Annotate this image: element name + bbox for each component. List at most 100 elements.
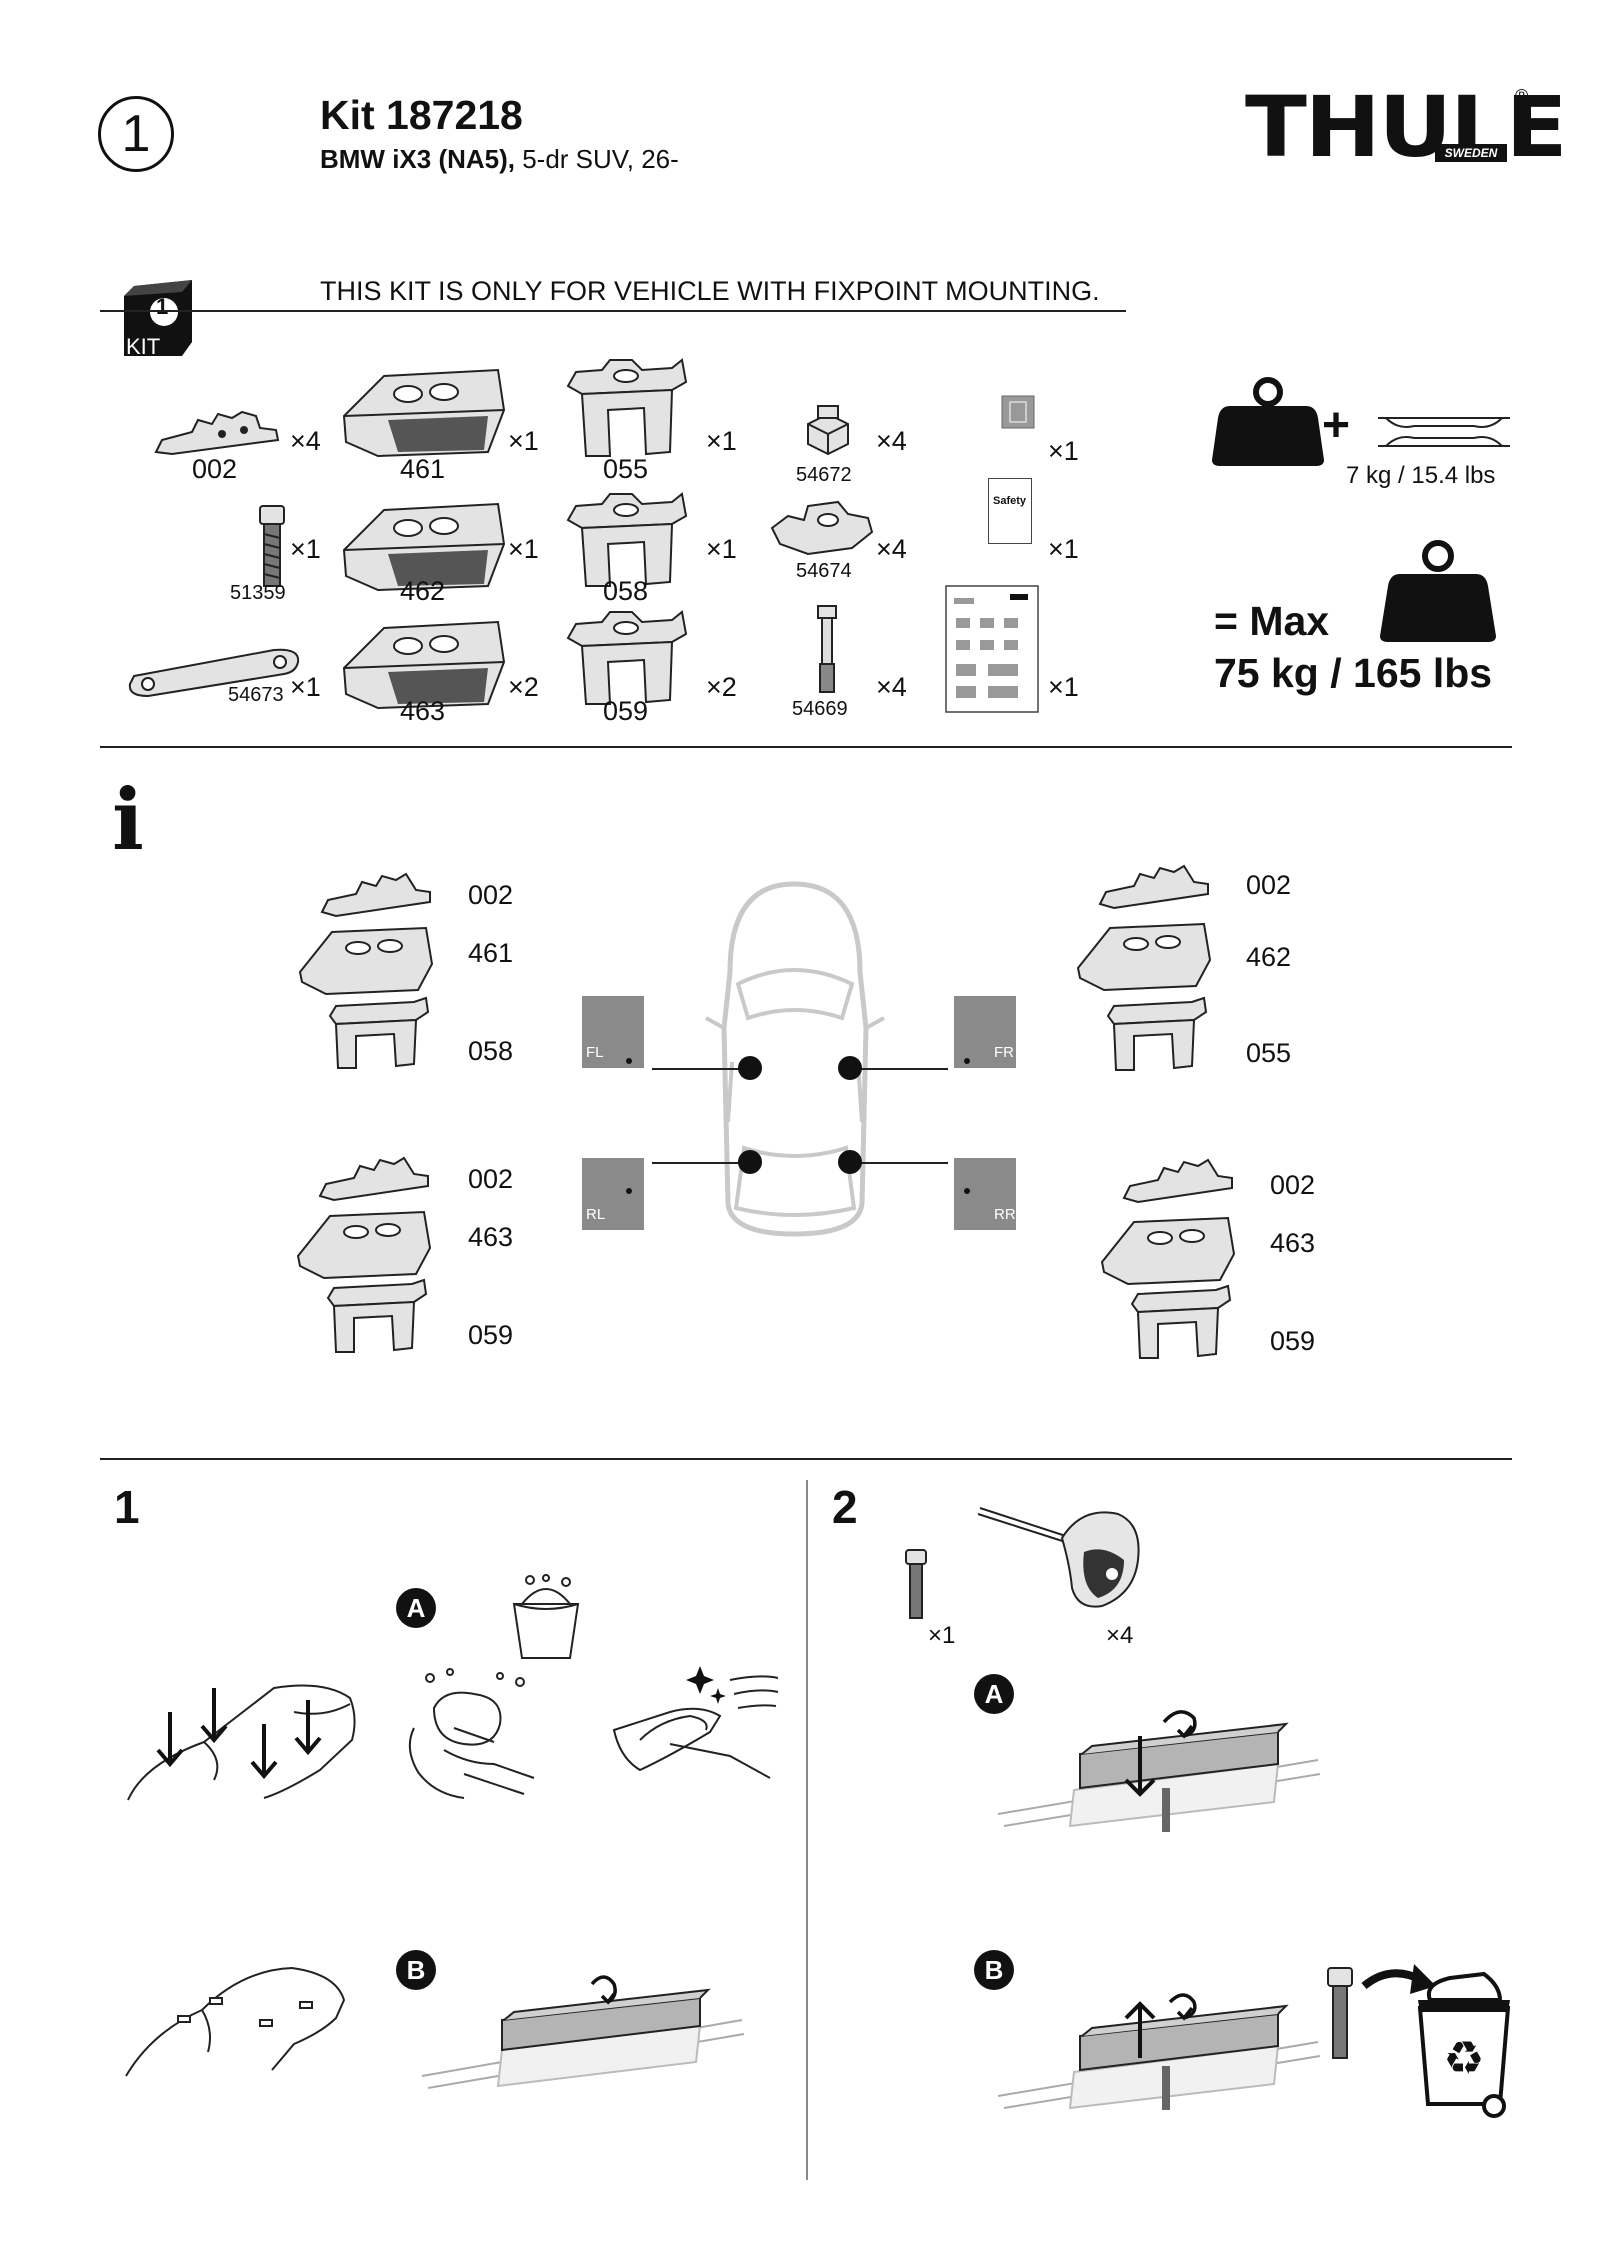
inset-rl: RL <box>582 1158 644 1230</box>
inset-rr-mark <box>964 1188 970 1194</box>
inset-fl: FL <box>582 996 644 1068</box>
part-code-059: 059 <box>603 696 649 726</box>
part-002-drawing <box>154 410 280 456</box>
bar-weight: 7 kg / 15.4 lbs <box>1346 462 1496 489</box>
part-code-462: 462 <box>400 576 446 606</box>
rl-code-3: 059 <box>468 1320 514 1350</box>
fr-stack-drawing <box>1076 864 1212 1071</box>
recycle-bin-icon: ♻ <box>1417 1971 1511 2118</box>
kit-box-number: 1 <box>156 294 169 319</box>
rl-stack-drawing <box>296 1156 432 1353</box>
hands-washing-drawing <box>408 1668 535 1799</box>
part-54672-drawing <box>807 405 849 456</box>
connector-rr <box>852 1162 948 1164</box>
connector-rl <box>652 1162 748 1164</box>
thule-logo: THULE SWEDEN ® <box>1245 78 1568 176</box>
step-2-tool-qty: ×4 <box>1106 1622 1134 1649</box>
inset-fr: FR <box>954 996 1016 1068</box>
registered-mark: ® <box>1515 86 1529 106</box>
mount-point-fr <box>838 1056 862 1080</box>
rr-code-3: 059 <box>1270 1326 1316 1356</box>
inset-rl-label: RL <box>586 1206 606 1223</box>
part-qty-54674: ×4 <box>876 534 907 564</box>
part-code-51359: 51359 <box>230 582 286 604</box>
step-badge: 1 <box>98 96 174 172</box>
part-code-54674: 54674 <box>796 560 852 582</box>
part-54674-drawing <box>770 500 874 556</box>
fl-stack-drawing <box>298 872 434 1069</box>
kit-box-icon <box>124 280 192 356</box>
mount-point-rr <box>838 1150 862 1174</box>
part-qty-54673: ×1 <box>290 672 321 702</box>
section-divider-2 <box>100 1458 1512 1460</box>
inset-rr: RR <box>954 1158 1016 1230</box>
part-code-002: 002 <box>192 454 238 484</box>
part-055-drawing <box>566 358 688 457</box>
mount-point-fl <box>738 1056 762 1080</box>
fl-code-3: 058 <box>468 1036 514 1066</box>
weight-icon-large <box>1380 540 1496 642</box>
part-qty-462: ×1 <box>508 534 539 564</box>
inset-rl-mark <box>626 1188 632 1194</box>
step-2-number: 2 <box>832 1481 858 1533</box>
step-badge-number: 1 <box>121 105 151 163</box>
thule-sweden-tag: SWEDEN <box>1435 144 1507 162</box>
info-icon: i <box>112 770 144 869</box>
part-qty-instructions: ×1 <box>1048 672 1079 702</box>
rl-code-2: 463 <box>468 1222 514 1252</box>
rr-code-1: 002 <box>1270 1170 1316 1200</box>
part-qty-54669: ×4 <box>876 672 907 702</box>
part-label-sticker-drawing <box>1001 395 1035 429</box>
safety-leaflet: Safety <box>988 478 1032 544</box>
part-code-055: 055 <box>603 454 649 484</box>
step-1-number: 1 <box>114 1481 140 1533</box>
roof-bars-icon <box>1378 417 1510 447</box>
part-51359-drawing <box>259 505 285 587</box>
inset-rr-label: RR <box>994 1206 1016 1223</box>
part-code-058: 058 <box>603 576 649 606</box>
vehicle-model: BMW iX3 (NA5), <box>320 144 515 174</box>
recycle-symbol: ♻ <box>1443 2031 1484 2085</box>
fr-code-3: 055 <box>1246 1038 1292 1068</box>
part-463-drawing <box>342 620 506 710</box>
part-qty-sticker: ×1 <box>1048 436 1079 466</box>
weight-icon-small <box>1212 377 1324 466</box>
roof-clean-drawing <box>125 1966 346 2077</box>
part-qty-safety: ×1 <box>1048 534 1079 564</box>
car-top-view <box>705 881 885 1237</box>
step-2b-badge: B <box>974 1950 1014 1990</box>
screw-discard-drawing <box>1327 1967 1353 2059</box>
part-059-drawing <box>566 610 688 705</box>
max-load-line2: 75 kg / 165 lbs <box>1214 650 1493 696</box>
step-1b-cover-drawing <box>421 1975 745 2089</box>
rr-code-2: 463 <box>1270 1228 1316 1258</box>
hand-wiping-drawing <box>612 1666 779 1779</box>
part-code-54673: 54673 <box>228 684 284 706</box>
part-qty-059: ×2 <box>706 672 737 702</box>
load-plus: + <box>1322 399 1351 452</box>
mount-point-rl <box>738 1150 762 1174</box>
vehicle-details: 5-dr SUV, 26- <box>515 144 679 174</box>
part-461-drawing <box>342 368 506 458</box>
fl-code-1: 002 <box>468 880 514 910</box>
steps-column-divider <box>806 1480 808 2180</box>
part-058-drawing <box>566 492 688 587</box>
inset-fl-label: FL <box>586 1044 604 1061</box>
fr-code-2: 462 <box>1246 942 1292 972</box>
safety-leaflet-label: Safety <box>993 495 1027 507</box>
part-qty-058: ×1 <box>706 534 737 564</box>
step-2b-cover-drawing <box>997 1993 1321 2110</box>
tool-key-drawing <box>977 1507 1140 1608</box>
part-qty-463: ×2 <box>508 672 539 702</box>
thule-sweden-text: SWEDEN <box>1444 146 1498 160</box>
thule-logo-word: THULE <box>1245 78 1568 176</box>
step-2a-cover-drawing <box>997 1710 1321 1832</box>
connector-fr <box>852 1068 948 1070</box>
part-qty-461: ×1 <box>508 426 539 456</box>
vehicle-line: BMW iX3 (NA5), 5-dr SUV, 26- <box>320 144 679 175</box>
step-1a-badge: A <box>396 1588 436 1628</box>
step-2-screw-qty: ×1 <box>928 1622 956 1649</box>
part-54669-drawing <box>817 605 837 693</box>
part-code-54669: 54669 <box>792 698 848 720</box>
step-2a-badge: A <box>974 1674 1014 1714</box>
